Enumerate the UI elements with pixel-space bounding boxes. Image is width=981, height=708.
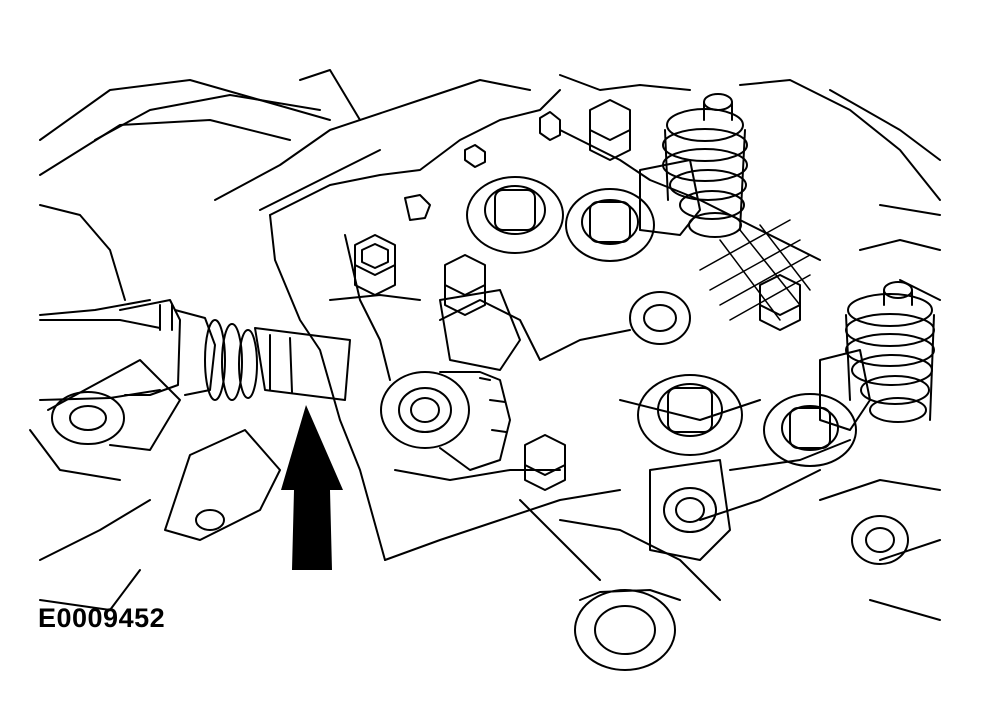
- valve-spring: [845, 281, 935, 423]
- cylinder-head-outline: [269, 89, 851, 601]
- camshaft-journal: [466, 176, 564, 254]
- coolant-hose: [39, 299, 181, 401]
- valve-spring: [662, 93, 748, 238]
- bracket-left: [47, 359, 281, 541]
- bolt-head: [589, 99, 631, 161]
- camshaft-journal: [637, 374, 743, 456]
- rocker-block: [439, 159, 871, 561]
- spark-plug-well: [851, 515, 909, 565]
- bolt-head: [444, 254, 486, 316]
- sensor-connector: [254, 327, 351, 401]
- figure-id-label: E0009452: [38, 603, 166, 633]
- crosshatch-area: [699, 219, 811, 321]
- bolt-head: [524, 434, 566, 491]
- valve-spring: [380, 371, 511, 471]
- camshaft-journal: [565, 188, 655, 262]
- camshaft-journal: [763, 393, 857, 467]
- bolt-head: [354, 234, 396, 296]
- housing-outline: [29, 69, 941, 621]
- locating-pin: [404, 111, 561, 221]
- indicator-arrow: [281, 405, 343, 570]
- spark-plug-well: [629, 291, 691, 345]
- valve-spring: [574, 589, 681, 671]
- hose-clamp: [174, 309, 258, 401]
- spark-plug-well: [663, 487, 717, 533]
